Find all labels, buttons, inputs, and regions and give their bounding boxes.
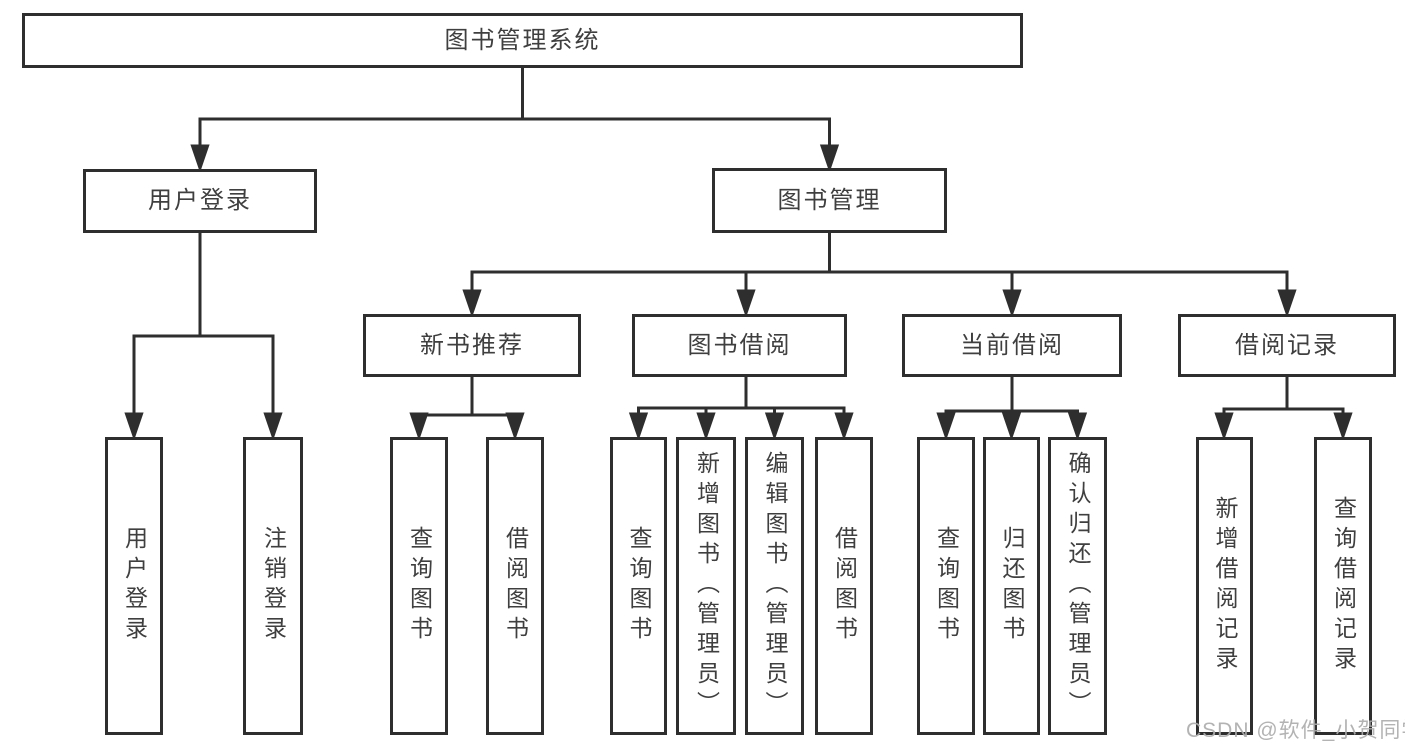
node-label: 图书借阅 <box>687 331 792 359</box>
node-label: 新增图书（管理员） <box>693 451 720 721</box>
leaf-add-book-admin: 新增图书（管理员） <box>676 437 736 735</box>
node-label: 借阅记录 <box>1235 331 1339 359</box>
node-label: 查询图书 <box>626 526 652 646</box>
leaf-user-login: 用户登录 <box>105 437 163 735</box>
leaf-query-books-3: 查询图书 <box>917 437 975 735</box>
node-label: 用户登录 <box>121 526 148 646</box>
node-user-login: 用户登录 <box>83 169 317 233</box>
node-label: 确认归还（管理员） <box>1065 451 1091 721</box>
node-label: 查询图书 <box>933 526 960 646</box>
leaf-logout: 注销登录 <box>243 437 303 735</box>
node-label: 新书推荐 <box>420 331 524 359</box>
node-label: 查询借阅记录 <box>1330 496 1357 676</box>
node-label: 新增借阅记录 <box>1212 496 1238 676</box>
connector-book-borrowing-children <box>628 377 854 441</box>
node-label: 用户登录 <box>148 187 252 214</box>
node-new-book-recommend: 新书推荐 <box>363 314 581 377</box>
node-borrowing-records: 借阅记录 <box>1178 314 1396 377</box>
connector-user-login-children <box>124 233 283 441</box>
node-book-borrowing: 图书借阅 <box>632 314 847 377</box>
leaf-query-books-1: 查询图书 <box>390 437 448 735</box>
leaf-return-books: 归还图书 <box>983 437 1040 735</box>
node-label: 图书管理系统 <box>444 26 601 54</box>
node-library-system: 图书管理系统 <box>22 13 1023 68</box>
leaf-confirm-return-admin: 确认归还（管理员） <box>1048 437 1107 735</box>
node-label: 归还图书 <box>999 526 1025 646</box>
connector-new-book-recommend-children <box>409 377 525 441</box>
node-label: 当前借阅 <box>960 331 1064 359</box>
connector-book-management-children <box>462 233 1297 318</box>
connector-current-borrowing-children <box>936 377 1088 441</box>
leaf-query-borrow-record: 查询借阅记录 <box>1314 437 1372 735</box>
leaf-borrow-books-1: 借阅图书 <box>486 437 544 735</box>
node-current-borrowing: 当前借阅 <box>902 314 1122 377</box>
node-label: 注销登录 <box>260 526 287 646</box>
leaf-edit-book-admin: 编辑图书（管理员） <box>745 437 804 735</box>
node-label: 借阅图书 <box>502 526 529 646</box>
connector-borrowing-records-children <box>1214 377 1353 441</box>
node-label: 查询图书 <box>406 526 433 646</box>
connector-root-to-level2 <box>190 68 840 173</box>
node-label: 编辑图书（管理员） <box>762 451 788 721</box>
leaf-borrow-books-2: 借阅图书 <box>815 437 873 735</box>
csdn-watermark: CSDN @软件_小贺同学 <box>1186 719 1405 742</box>
node-label: 借阅图书 <box>831 526 858 646</box>
node-book-management: 图书管理 <box>712 168 947 233</box>
leaf-query-books-2: 查询图书 <box>610 437 667 735</box>
leaf-add-borrow-record: 新增借阅记录 <box>1196 437 1253 735</box>
node-label: 图书管理 <box>777 186 882 214</box>
